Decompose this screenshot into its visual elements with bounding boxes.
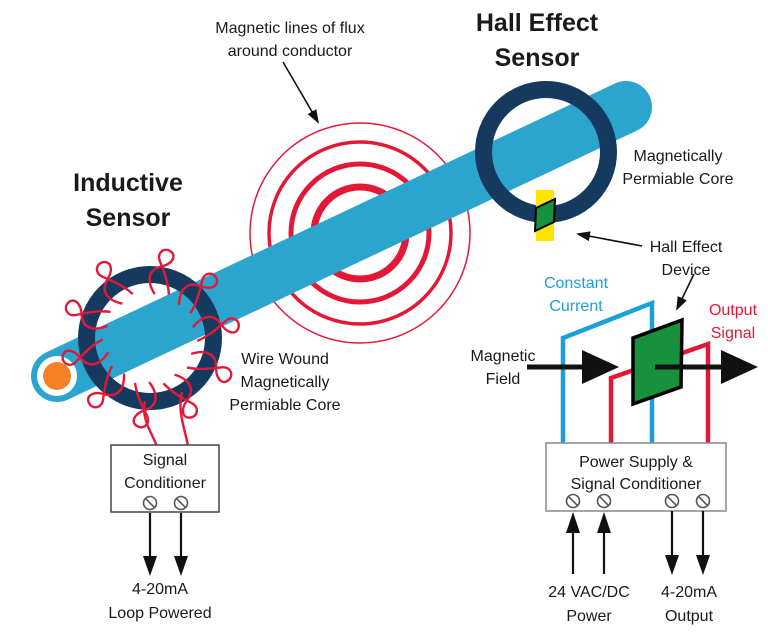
hall-device-label: Hall Effect Device xyxy=(649,239,723,279)
hall-device-plate xyxy=(631,317,684,407)
magnetic-field-arrow-in xyxy=(527,350,619,384)
hall-device-on-ring xyxy=(533,190,557,241)
permiable-core-label: Magnetically Permiable Core xyxy=(622,148,734,188)
output-label: 4-20mA Output xyxy=(660,584,718,625)
screw-terminal-icon xyxy=(565,493,581,509)
screw-terminal-icon xyxy=(142,495,158,511)
signal-conditioner-box xyxy=(110,444,220,513)
coil-windings xyxy=(59,246,242,447)
power-input-arrows xyxy=(566,512,611,574)
conductor-rod xyxy=(31,81,652,402)
inductive-sensor-title: Inductive Sensor xyxy=(73,169,183,232)
coil-lead-wire xyxy=(142,400,159,447)
wire-wound-label: Wire Wound Magnetically Permiable Core xyxy=(229,351,341,414)
loop-powered-label: 4-20mA Loop Powered xyxy=(108,581,212,622)
device-plate-pointer-arrow xyxy=(676,273,695,311)
hall-device-pointer-arrow xyxy=(576,231,643,247)
screw-terminal-icon xyxy=(173,495,189,511)
power-in-label: 24 VAC/DC Power xyxy=(548,584,630,625)
screw-terminal-icon xyxy=(664,493,680,509)
magnetic-field-arrow-out xyxy=(655,350,758,384)
flux-label: Magnetic lines of flux around conductor xyxy=(215,20,365,60)
power-supply-label: Power Supply & Signal Conditioner xyxy=(570,454,702,493)
signal-output-arrows xyxy=(665,511,710,575)
screw-terminal-icon xyxy=(596,493,612,509)
coil-lead-wire xyxy=(179,391,190,447)
screw-terminal-icon xyxy=(695,493,711,509)
hall-sensor-title: Hall Effect Sensor xyxy=(475,9,599,72)
magnetic-field-label: Magnetic Field xyxy=(470,348,536,388)
signal-conditioner-label: Signal Conditioner xyxy=(124,452,206,492)
output-signal-label: Output Signal xyxy=(708,302,758,342)
loop-output-arrows xyxy=(143,513,188,576)
constant-current-label: Constant Current xyxy=(543,275,609,315)
conductor-end-core xyxy=(43,362,71,390)
flux-pointer-arrow xyxy=(282,61,320,124)
